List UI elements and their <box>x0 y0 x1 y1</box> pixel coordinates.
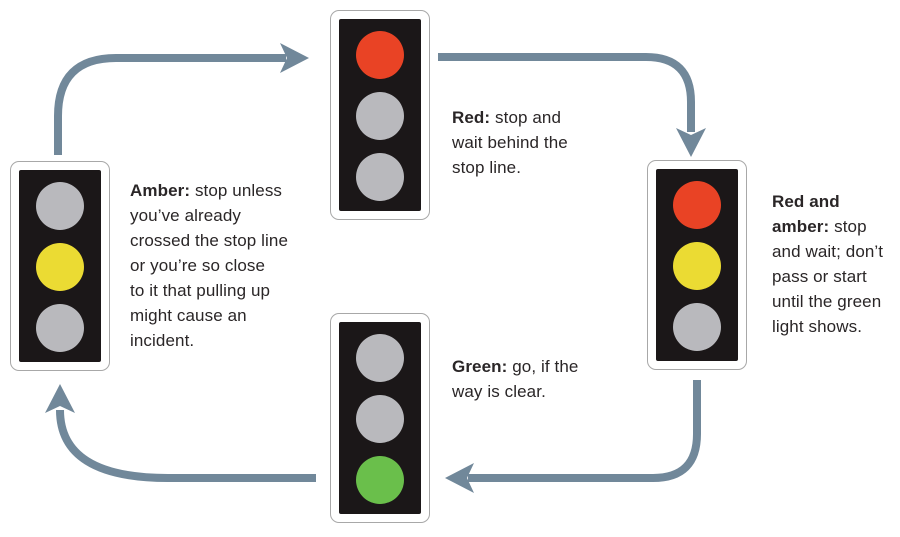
caption-green-term: Green: <box>452 357 508 376</box>
caption-amber: Amber: stop unless you’ve already crosse… <box>130 178 335 353</box>
arrow-amber-to-red <box>54 43 309 155</box>
traffic-light-red-and-amber <box>647 160 747 370</box>
arrow-red-to-red-and-amber-head-icon <box>676 128 706 157</box>
arrow-green-to-amber-line <box>56 409 316 482</box>
traffic-light-red-housing <box>339 19 421 211</box>
bulb-amber <box>356 92 404 140</box>
traffic-light-red <box>330 10 430 220</box>
traffic-light-red-and-amber-housing <box>656 169 738 361</box>
bulb-amber <box>356 395 404 443</box>
bulb-red <box>36 182 84 230</box>
caption-red-text: stop and wait behind the stop line. <box>452 108 568 177</box>
caption-red-and-amber-text: stop and wait; don’t pass or start until… <box>772 217 884 336</box>
caption-green-text: go, if the way is clear. <box>452 357 579 401</box>
arrow-green-to-amber-head-icon <box>45 384 75 413</box>
arrow-red-to-red-and-amber-line <box>438 53 695 132</box>
bulb-amber <box>36 243 84 291</box>
arrow-red-and-amber-to-green-line <box>468 380 701 482</box>
bulb-red <box>356 334 404 382</box>
traffic-light-amber <box>10 161 110 371</box>
arrow-red-and-amber-to-green <box>445 380 701 493</box>
caption-red-and-amber: Red and amber: stop and wait; don’t pass… <box>772 189 900 339</box>
bulb-green <box>673 303 721 351</box>
bulb-amber <box>673 242 721 290</box>
arrow-red-and-amber-to-green-head-icon <box>445 463 474 493</box>
caption-red-and-amber-term: Red and amber: <box>772 192 840 236</box>
arrow-red-to-red-and-amber <box>438 53 706 157</box>
traffic-light-amber-housing <box>19 170 101 362</box>
bulb-green <box>356 153 404 201</box>
caption-red-term: Red: <box>452 108 491 127</box>
traffic-light-green-housing <box>339 322 421 514</box>
bulb-green <box>36 304 84 352</box>
arrow-amber-to-red-line <box>54 54 286 155</box>
bulb-green <box>356 456 404 504</box>
caption-green: Green: go, if the way is clear. <box>452 354 612 404</box>
traffic-light-green <box>330 313 430 523</box>
arrow-amber-to-red-head-icon <box>280 43 309 73</box>
bulb-red <box>673 181 721 229</box>
bulb-red <box>356 31 404 79</box>
caption-amber-term: Amber: <box>130 181 191 200</box>
caption-amber-text: stop unless you’ve already crossed the s… <box>130 181 289 350</box>
caption-red: Red: stop and wait behind the stop line. <box>452 105 602 180</box>
arrow-green-to-amber <box>45 384 316 482</box>
